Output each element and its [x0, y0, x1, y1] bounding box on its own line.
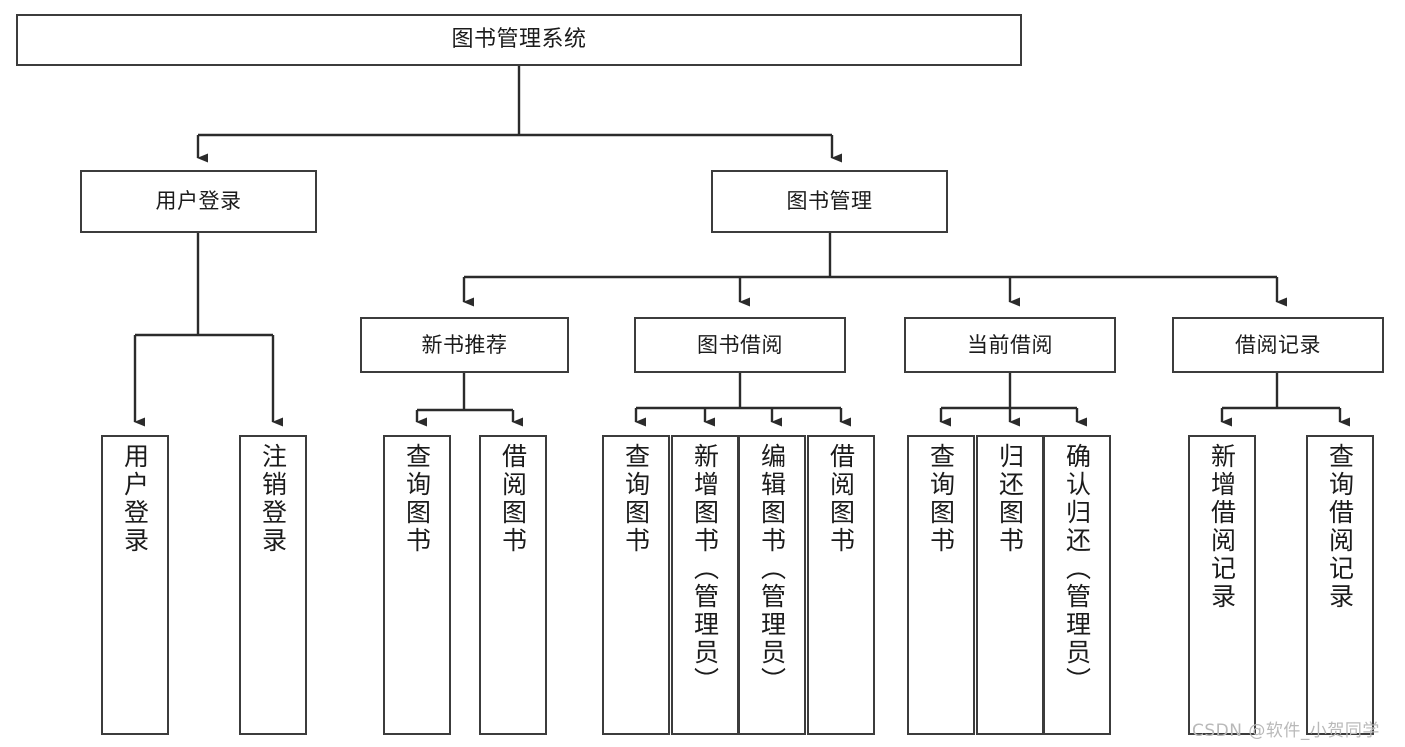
leaf-query-book-2-label: 查询图书: [621, 443, 651, 555]
leaf-query-book-2[interactable]: 查询图书: [602, 435, 670, 735]
node-root[interactable]: 图书管理系统: [16, 14, 1022, 66]
leaf-edit-book[interactable]: 编辑图书（管理员）: [738, 435, 806, 735]
leaf-return-book[interactable]: 归还图书: [976, 435, 1044, 735]
node-user-login[interactable]: 用户登录: [80, 170, 317, 233]
node-book-manage-label: 图书管理: [786, 189, 873, 214]
leaf-user-login-label: 用户登录: [120, 443, 150, 555]
leaf-edit-book-label: 编辑图书（管理员）: [757, 443, 787, 695]
node-borrow-record[interactable]: 借阅记录: [1172, 317, 1384, 373]
leaf-borrow-book-1-label: 借阅图书: [498, 443, 528, 555]
leaf-query-book-3[interactable]: 查询图书: [907, 435, 975, 735]
node-new-book-recommend-label: 新书推荐: [421, 332, 508, 357]
leaf-logout-label: 注销登录: [258, 443, 288, 555]
leaf-add-book-label: 新增图书（管理员）: [690, 443, 720, 695]
leaf-query-book-1-label: 查询图书: [402, 443, 432, 555]
leaf-query-book-3-label: 查询图书: [926, 443, 956, 555]
leaf-user-login[interactable]: 用户登录: [101, 435, 169, 735]
node-book-manage[interactable]: 图书管理: [711, 170, 948, 233]
leaf-borrow-book-2-label: 借阅图书: [826, 443, 856, 555]
leaf-logout[interactable]: 注销登录: [239, 435, 307, 735]
leaf-add-record[interactable]: 新增借阅记录: [1188, 435, 1256, 735]
leaf-query-record-label: 查询借阅记录: [1325, 443, 1355, 611]
node-root-label: 图书管理系统: [451, 27, 587, 53]
leaf-return-book-label: 归还图书: [995, 443, 1025, 555]
csdn-watermark: CSDN @软件_小贺同学: [1192, 721, 1380, 741]
node-current-borrow-label: 当前借阅: [967, 332, 1053, 357]
node-new-book-recommend[interactable]: 新书推荐: [360, 317, 569, 373]
leaf-confirm-return-label: 确认归还（管理员）: [1062, 443, 1092, 695]
node-book-borrow[interactable]: 图书借阅: [634, 317, 846, 373]
node-current-borrow[interactable]: 当前借阅: [904, 317, 1116, 373]
leaf-confirm-return[interactable]: 确认归还（管理员）: [1043, 435, 1111, 735]
leaf-borrow-book-2[interactable]: 借阅图书: [807, 435, 875, 735]
leaf-add-record-label: 新增借阅记录: [1207, 443, 1237, 611]
node-book-borrow-label: 图书借阅: [697, 332, 783, 357]
node-user-login-label: 用户登录: [155, 189, 242, 214]
leaf-borrow-book-1[interactable]: 借阅图书: [479, 435, 547, 735]
leaf-query-record[interactable]: 查询借阅记录: [1306, 435, 1374, 735]
leaf-query-book-1[interactable]: 查询图书: [383, 435, 451, 735]
leaf-add-book[interactable]: 新增图书（管理员）: [671, 435, 739, 735]
node-borrow-record-label: 借阅记录: [1235, 332, 1321, 357]
